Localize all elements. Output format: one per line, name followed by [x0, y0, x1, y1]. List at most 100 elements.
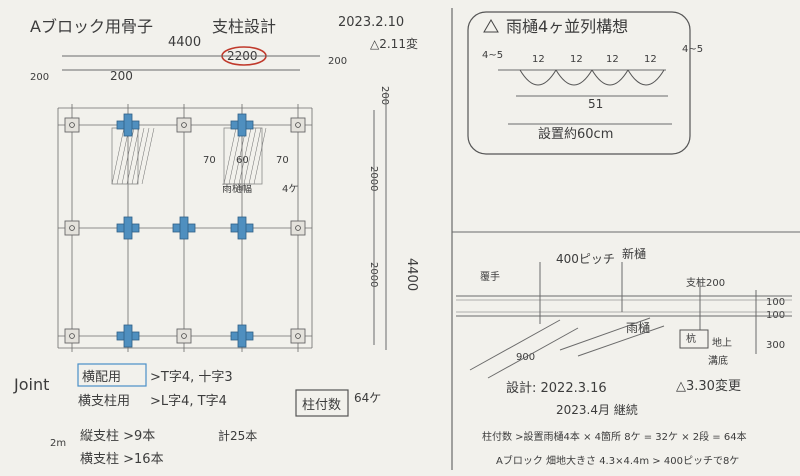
gutter-side-left: 4~5: [482, 50, 503, 61]
hatch-stroke-0-5: [136, 127, 150, 185]
section-right-val-1: 100: [766, 297, 785, 308]
hatch-stroke-1-5: [248, 127, 262, 185]
section-top-label: 支柱200: [686, 276, 725, 289]
section-right-val-3: 300: [766, 340, 785, 351]
footer-month: 2023.4月 継続: [556, 402, 638, 417]
parts-line1: 縦支柱 >9本: [80, 429, 155, 444]
warning-triangle-icon: [483, 19, 499, 33]
joint-elbow-0-0: [64, 117, 80, 133]
joint-line2-label: 横支柱用: [78, 394, 130, 409]
joint-elbow-0-2: [64, 328, 80, 344]
sketch-strokes: [57, 8, 800, 470]
gutter-unit-3: 12: [606, 54, 619, 65]
hatch-stroke-1-6: [253, 127, 267, 185]
joint-elbow-0-1-hole: [69, 225, 75, 231]
joint-cross-3-1-v: [237, 216, 247, 240]
dim-right-margin: 200: [328, 56, 347, 67]
rain-gutter-label: 雨樋幅: [222, 182, 252, 195]
footer-revised: △3.30変更: [676, 378, 741, 394]
dim-gap-left: 70: [203, 155, 216, 166]
joint-line2-value: >L字4, T字4: [150, 394, 227, 409]
section-slope-1: [469, 319, 561, 371]
joint-elbow-0-0-hole: [69, 122, 75, 128]
post-count-label: 柱付数: [302, 398, 341, 413]
joint-elbow-2-0: [176, 117, 192, 133]
joint-elbow-2-0-hole: [181, 122, 187, 128]
joint-cross-3-0-v: [237, 113, 247, 137]
hatch-stroke-1-3: [238, 127, 252, 185]
section-slope-4: [577, 325, 665, 357]
section-post-left: 覆手: [480, 270, 500, 283]
joint-line1-value: >T字4, 十字3: [150, 370, 233, 385]
joint-elbow-4-0: [290, 117, 306, 133]
gutter-arc-2: [591, 69, 629, 86]
hatch-stroke-1-1: [228, 127, 242, 185]
hatch-stroke-1-2: [233, 127, 247, 185]
gutter-unit-2: 12: [570, 54, 583, 65]
joint-cross-1-1-v: [123, 216, 133, 240]
gutter-unit-1: 12: [532, 54, 545, 65]
plan-view: Aブロック用骨子 支柱設計 2023.2.10 △2.11変 4400 2200…: [30, 15, 419, 417]
joint-elbow-4-2-hole: [295, 333, 301, 339]
gutter-arc-0: [519, 69, 557, 86]
hatch-stroke-0-3: [126, 127, 140, 185]
section-ground-label: 地上: [712, 336, 732, 349]
gutter-outer-total: 設置約60cm: [538, 126, 613, 142]
joint-elbow-4-1-hole: [295, 225, 301, 231]
hatch-stroke-0-0: [111, 127, 125, 185]
joint-heading: Joint: [13, 375, 49, 394]
plan-date: 2023.2.10: [338, 15, 404, 30]
gutter-inner-total: 51: [588, 97, 603, 111]
parts-total: 計25本: [218, 428, 257, 443]
dim-left-bay: 200: [110, 69, 133, 83]
gutter-unit-4: 12: [644, 54, 657, 65]
section-slope-2: [487, 327, 579, 379]
joint-elbow-4-0-hole: [295, 122, 301, 128]
joint-cross-1-0-v: [123, 113, 133, 137]
plan-revision: △2.11変: [370, 36, 418, 51]
dim-left-margin: 200: [30, 72, 49, 83]
dim-total-width: 4400: [168, 35, 201, 50]
section-post-label: 新樋: [622, 246, 646, 261]
gutter-arc-1: [555, 69, 593, 86]
section-view: 400ピッチ 新樋 覆手 支柱200 100 100 300 雨樋 杭 地上 溝…: [480, 246, 785, 367]
joint-line1-label: 横配用: [82, 370, 121, 385]
section-ditch-label: 溝底: [708, 354, 728, 367]
gutter-arc-3: [627, 69, 665, 86]
hatch-stroke-1-4: [243, 127, 257, 185]
rain-gutter-count: 4ケ: [282, 183, 298, 195]
gutter-side-right: 4~5: [682, 44, 703, 55]
dim-side-200: 200: [379, 86, 390, 105]
hatch-stroke-0-4: [131, 127, 145, 185]
plan-subtitle: 支柱設計: [212, 17, 276, 36]
hatch-stroke-0-2: [121, 127, 135, 185]
joint-list: Joint 横配用 >T字4, 十字3 横支柱用 >L字4, T字4 2m 縦支…: [13, 363, 257, 467]
joint-elbow-0-2-hole: [69, 333, 75, 339]
plan-title: Aブロック用骨子: [30, 17, 153, 36]
section-gutter-label: 雨樋: [626, 320, 650, 335]
section-pile-label: 杭: [686, 332, 696, 345]
joint-highlight-box: [77, 363, 147, 387]
joint-cross-3-2-v: [237, 324, 247, 348]
joint-elbow-0-1: [64, 220, 80, 236]
section-pitch: 400ピッチ: [556, 252, 615, 266]
joint-elbow-2-2: [176, 328, 192, 344]
joint-elbow-4-2: [290, 328, 306, 344]
joint-elbow-4-1: [290, 220, 306, 236]
gutter-title: 雨樋4ヶ並列構想: [506, 17, 628, 36]
section-pile-box: [679, 329, 709, 349]
post-count-box: [295, 389, 349, 417]
gutter-concept: 雨樋4ヶ並列構想 4~5 4~5 12 12 12 12 51 設置約60cm: [482, 17, 703, 142]
gutter-frame: [467, 11, 691, 155]
joint-cross-2-1-v: [179, 216, 189, 240]
dim-total-height: 4400: [404, 258, 419, 291]
hatch-stroke-0-1: [116, 127, 130, 185]
section-slope-3: [559, 317, 651, 351]
footer-design-date: 設計: 2022.3.16: [506, 380, 607, 396]
joint-cross-1-2-v: [123, 324, 133, 348]
hatch-stroke-0-6: [141, 127, 155, 185]
dim-gap-right: 70: [276, 155, 289, 166]
hatch-stroke-1-0: [223, 127, 237, 185]
joint-elbow-2-2-hole: [181, 333, 187, 339]
